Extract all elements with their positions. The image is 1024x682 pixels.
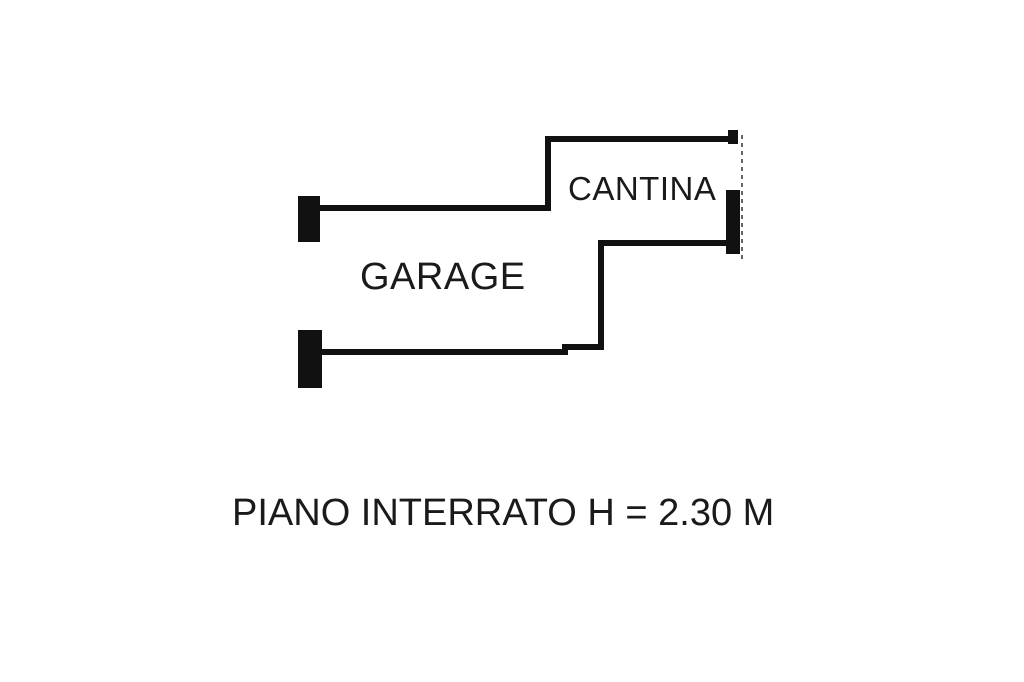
- lower-wall: [318, 240, 736, 355]
- cantina-wall-stub-top: [728, 130, 738, 144]
- cantina-wall-stub-right: [726, 190, 740, 254]
- room-label-garage: GARAGE: [360, 256, 526, 298]
- garage-wall-stub-bottom: [298, 330, 322, 388]
- upper-wall: [318, 136, 738, 211]
- room-label-cantina: CANTINA: [568, 170, 717, 207]
- garage-wall-stub-top: [298, 196, 320, 242]
- floor-caption: PIANO INTERRATO H = 2.30 M: [232, 492, 775, 534]
